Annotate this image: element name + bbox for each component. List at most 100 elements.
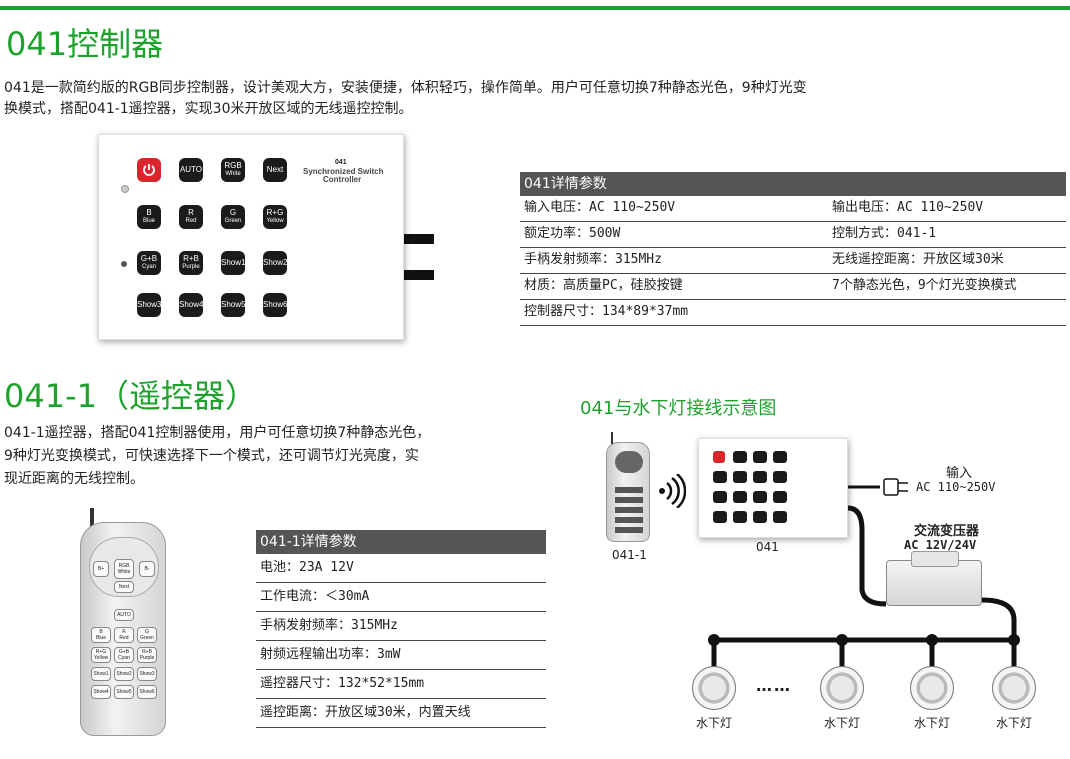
section2-desc-line1: 041-1遥控器，搭配041控制器使用，用户可任意切换7种静态光色， xyxy=(4,425,431,441)
key-sublabel: Green xyxy=(224,218,242,224)
remote-button-sublabel: White xyxy=(117,569,131,575)
remote-button-label: Next xyxy=(118,584,130,590)
remote-button-label: Show4 xyxy=(93,689,109,695)
table-row: 控制器尺寸：134*89*37mm xyxy=(520,300,1066,326)
key-sublabel: Purple xyxy=(182,264,200,270)
key-label: Show3 xyxy=(137,300,162,309)
key-label: R+G xyxy=(266,208,284,217)
panel-key: Next xyxy=(263,158,287,182)
panel-name-line1: Synchronized Switch xyxy=(303,167,384,176)
diagram-antenna xyxy=(611,432,613,444)
key-label: RGB xyxy=(224,161,242,170)
key-label: G+B xyxy=(140,254,158,263)
diagram-transformer-value: AC 12V/24V xyxy=(904,538,977,552)
remote-button-sublabel: Red xyxy=(119,635,129,641)
power-icon xyxy=(143,164,155,176)
plug-icon xyxy=(883,478,908,496)
panel-key: Show1 xyxy=(221,251,245,275)
key-label: R xyxy=(188,208,194,217)
table-row: 遥控距离：开放区域30米，内置天线 xyxy=(256,699,546,728)
transformer-box xyxy=(886,551,982,606)
remote-spec-table: 041-1详情参数 电池：23A 12V 工作电流：＜30mA 手柄发射频率：315… xyxy=(256,530,546,728)
underwater-lamp-2 xyxy=(820,666,864,710)
table-cell: 遥控距离：开放区域30米，内置天线 xyxy=(260,705,471,720)
remote-button-sublabel: Yellow xyxy=(93,655,109,661)
mini-key xyxy=(733,491,747,503)
remote-button: Show5 xyxy=(114,685,134,699)
mini-key xyxy=(773,471,787,483)
key-sublabel: Blue xyxy=(142,218,155,224)
remote-button-label: Show1 xyxy=(93,671,109,677)
underwater-lamp-3 xyxy=(910,666,954,710)
remote-button: Show6 xyxy=(137,685,157,699)
remote-button-label: Show3 xyxy=(139,671,155,677)
remote-button: AUTO xyxy=(114,609,134,621)
panel-key: Show2 xyxy=(263,251,287,275)
section2-desc-line3: 现近距离的无线控制。 xyxy=(4,471,144,487)
remote-button-label: G xyxy=(145,629,149,635)
table-cell: 无线遥控距离：开放区域30米 xyxy=(832,252,1004,267)
remote-button-label: G+B xyxy=(118,649,130,655)
mini-key xyxy=(773,511,787,523)
section2-title: 041-1（遥控器） xyxy=(4,377,257,415)
panel-key: Show5 xyxy=(221,293,245,317)
key-label: Show4 xyxy=(179,300,204,309)
top-accent-bar xyxy=(0,6,1070,10)
panel-key: Show3 xyxy=(137,293,161,317)
diagram-controller xyxy=(698,438,848,538)
mini-key xyxy=(753,451,767,463)
table-cell: 输入电压：AC 110~250V xyxy=(524,200,676,215)
table-cell: 手柄发射频率：315MHz xyxy=(260,618,398,633)
remote-button-label: R xyxy=(122,629,126,635)
key-sublabel: Red xyxy=(185,218,197,224)
lamp-label-4: 水下灯 xyxy=(995,716,1032,730)
key-label: Show5 xyxy=(221,300,246,309)
section1-title: 041控制器 xyxy=(6,25,164,63)
table-row: 电池：23A 12V xyxy=(256,554,546,583)
key-label: G xyxy=(229,208,237,217)
remote-spec-header: 041-1详情参数 xyxy=(256,530,546,554)
mini-key xyxy=(773,491,787,503)
panel-key: Show4 xyxy=(179,293,203,317)
mini-key xyxy=(733,471,747,483)
section1-desc-line2: 换模式，搭配041-1遥控器，实现30米开放区域的无线遥控控制。 xyxy=(4,101,413,117)
remote-button-sublabel: Blue xyxy=(95,635,106,641)
remote-button: Show4 xyxy=(91,685,111,699)
lamp-label-3: 水下灯 xyxy=(913,716,950,730)
mini-key xyxy=(773,451,787,463)
key-label: B xyxy=(146,208,152,217)
remote-button-label: Show2 xyxy=(116,671,132,677)
remote-button: Show3 xyxy=(137,667,157,681)
remote-button-label: B- xyxy=(144,566,150,572)
power-button xyxy=(137,158,161,182)
table-row: 遥控器尺寸：132*52*15mm xyxy=(256,670,546,699)
mini-key xyxy=(753,491,767,503)
table-row: 手柄发射频率：315MHz xyxy=(256,612,546,641)
mini-key xyxy=(733,451,747,463)
panel-model: 041 xyxy=(335,159,347,166)
table-cell: 工作电流：＜30mA xyxy=(260,589,370,604)
panel-name-line2: Controller xyxy=(323,175,362,184)
lamp-label-2: 水下灯 xyxy=(823,716,860,730)
key-label: AUTO xyxy=(179,165,203,174)
underwater-lamp-4 xyxy=(992,666,1036,710)
table-cell: 控制器尺寸：134*89*37mm xyxy=(524,304,689,319)
remote-button: Show2 xyxy=(114,667,134,681)
